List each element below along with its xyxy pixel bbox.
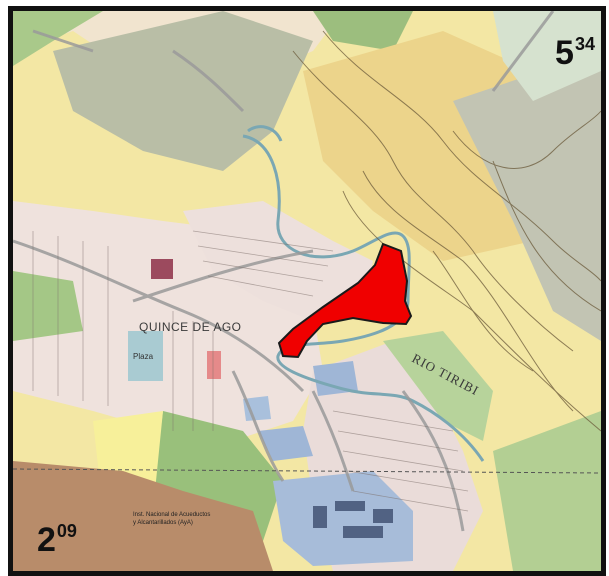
highlighted-area [277, 242, 413, 359]
zone-blue-small [258, 426, 313, 461]
boundary-dashed [13, 468, 601, 474]
place-label: QUINCE DE AGO [139, 320, 242, 334]
plaza-block [128, 331, 163, 381]
coord-ne-main: 5 [555, 34, 574, 72]
zone-pale-ne [493, 11, 601, 101]
river-loop-north [247, 125, 283, 142]
zone-green-river [383, 331, 493, 441]
zone-green-n [313, 11, 413, 51]
zone-blue-central [313, 361, 358, 396]
parcel-magenta [151, 259, 173, 279]
coord-ne-sup: 34 [574, 34, 595, 54]
coord-sw-sup: 09 [56, 521, 77, 541]
corner-coordinate-ne: 534 [555, 35, 595, 70]
street-grid [32, 230, 469, 512]
corner-coordinate-sw: 209 [37, 522, 77, 557]
buildings-aya [313, 501, 393, 538]
zone-green-se [493, 411, 601, 571]
zone-green-nw [13, 11, 103, 66]
plaza-label: Plaza [133, 352, 154, 361]
zone-urban-center [183, 201, 373, 321]
zone-grey-east [453, 51, 601, 341]
map-frame: QUINCE DE AGO Plaza RIO TIRIBI Inst. Nac… [8, 6, 606, 576]
geologic-map: QUINCE DE AGO Plaza RIO TIRIBI Inst. Nac… [13, 11, 601, 571]
institution-label-2: y Alcantarillados (AyA) [133, 520, 193, 526]
zone-blue-aya [273, 471, 413, 566]
zone-green-w [13, 271, 83, 341]
institution-label-1: Inst. Nacional de Acueductos [133, 512, 210, 518]
parcel-pink [207, 351, 221, 379]
contour-lines [292, 30, 601, 432]
zone-brown-sw [13, 461, 273, 571]
road-network [13, 11, 555, 532]
zone-blue-tiny [243, 396, 271, 421]
coord-sw-main: 2 [37, 521, 56, 559]
